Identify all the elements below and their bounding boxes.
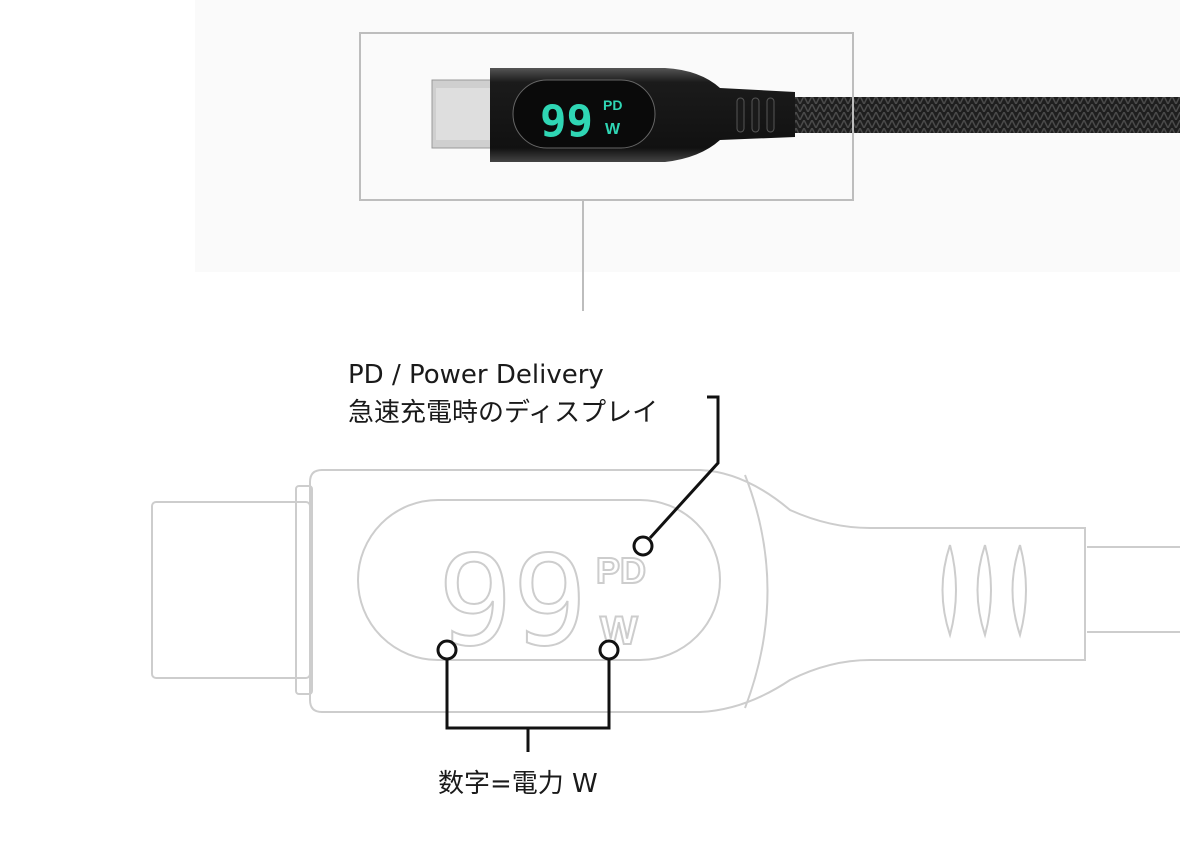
svg-text:W: W xyxy=(605,121,621,138)
pd-label-line2: 急速充電時のディスプレイ xyxy=(348,398,659,428)
svg-text:PD: PD xyxy=(596,550,646,591)
digit-marker-right xyxy=(598,639,620,661)
outline-digits: 99 xyxy=(438,530,587,674)
pd-marker xyxy=(632,535,654,557)
grip-ridges xyxy=(736,97,775,133)
pd-label-line1: PD / Power Delivery xyxy=(348,360,604,390)
outline-drawing: 99 PD W xyxy=(151,469,1180,713)
photo-digits: 99 xyxy=(540,96,593,147)
digits-label: 数字=電力 W xyxy=(438,769,598,799)
zoom-frame xyxy=(359,32,854,201)
svg-text:PD: PD xyxy=(603,97,622,113)
digit-marker-left xyxy=(436,639,458,661)
callout-lines xyxy=(436,395,720,752)
outline-body xyxy=(309,469,1086,713)
display-window xyxy=(512,79,656,149)
outline-cable xyxy=(1087,546,1180,633)
outline-plug xyxy=(151,501,311,679)
pd-leader xyxy=(648,395,720,540)
outline-ridges xyxy=(941,544,1027,639)
digits-bracket xyxy=(445,659,611,752)
braided-cable xyxy=(795,97,1180,133)
product-photo: 99 PD W xyxy=(431,68,1180,162)
outline-display xyxy=(357,499,721,661)
